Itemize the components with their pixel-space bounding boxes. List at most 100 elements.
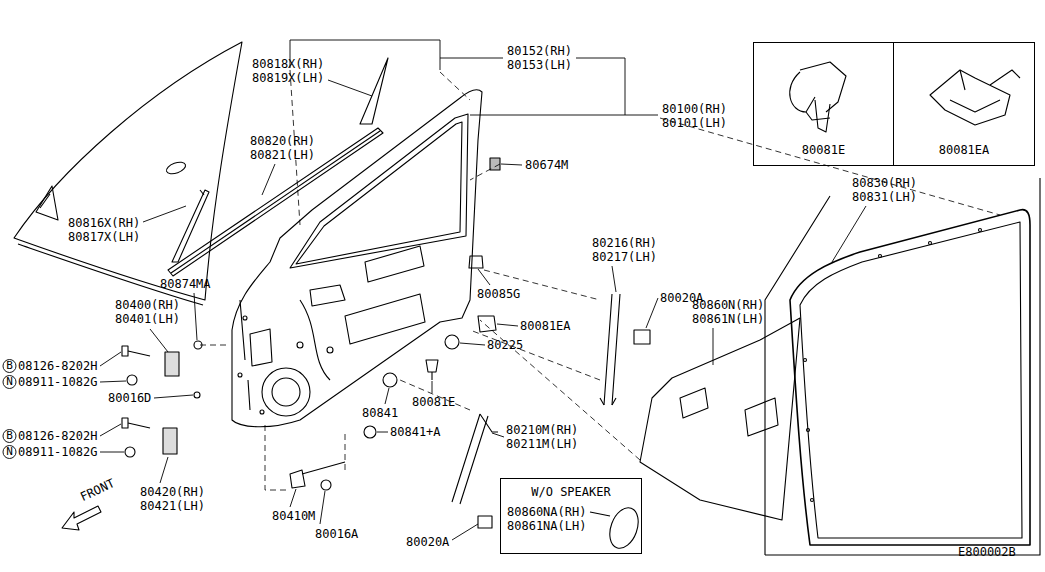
symbol-letter: N	[3, 445, 16, 459]
callout-number: 08126-8202H	[18, 429, 97, 443]
drawing-line	[127, 375, 137, 385]
drawing-line	[238, 373, 242, 377]
callout-number: 80400(RH) 80401(LH)	[115, 298, 180, 326]
callout-number: 80016A	[315, 527, 358, 541]
drawing-line	[452, 414, 488, 504]
drawing-line	[265, 425, 290, 490]
drawing-line	[765, 178, 1040, 555]
drawing-line	[3, 376, 16, 389]
drawing-line	[194, 392, 200, 398]
diagram-code: E800002B	[958, 545, 1016, 559]
clip-details	[790, 62, 1020, 132]
drawing-line	[150, 329, 168, 352]
drawing-line	[122, 346, 128, 356]
drawing-line	[470, 115, 658, 116]
drawing-line	[100, 452, 124, 453]
drawing-line	[297, 342, 303, 348]
drawing-line	[612, 266, 616, 292]
callout-number: 80081E	[412, 395, 455, 409]
drawing-line	[680, 388, 708, 418]
callout-number: 80020A	[406, 535, 449, 549]
drawing-line	[36, 186, 58, 220]
drawing-line	[165, 160, 187, 176]
drawing-line	[262, 164, 275, 195]
drawing-line	[200, 345, 230, 346]
drawing-line	[122, 418, 128, 428]
sealing-screen	[640, 318, 800, 520]
drawing-line	[345, 294, 425, 344]
drawing-line	[300, 300, 330, 380]
drawing-line	[979, 229, 982, 232]
drawing-line	[360, 58, 388, 124]
callout-number: 80016D	[108, 391, 151, 405]
drawing-line	[327, 347, 333, 353]
drawing-line	[807, 429, 810, 432]
drawing-line	[100, 424, 121, 436]
drawing-line	[321, 480, 331, 490]
glass-run-rails	[452, 294, 650, 528]
drawing-line	[440, 58, 503, 59]
drawing-line	[432, 381, 433, 393]
drawing-line	[143, 206, 186, 222]
drawing-line	[634, 330, 650, 344]
symbol-letter: B	[3, 359, 16, 373]
drawing-line	[440, 72, 470, 100]
drawing-line	[800, 62, 846, 112]
drawing-line	[804, 359, 807, 362]
drawing-line	[194, 293, 197, 340]
drawing-line	[3, 40, 1040, 555]
callout-number: 80818X(RH) 80819X(LH)	[252, 57, 324, 85]
drawing-line	[243, 316, 247, 320]
drawing-line	[806, 112, 830, 120]
drawing-line	[125, 447, 135, 457]
drawing-line	[320, 491, 325, 524]
door-outer-panel	[14, 42, 242, 305]
drawing-line	[345, 430, 346, 470]
drawing-line	[400, 380, 470, 410]
callout-number: 80225	[487, 338, 523, 352]
door-inner-frame	[232, 90, 482, 427]
drawing-line	[364, 426, 376, 438]
drawing-line	[470, 164, 500, 180]
drawing-line	[385, 388, 389, 404]
drawing-line	[811, 499, 814, 502]
callout-number: 08911-1082G	[18, 375, 97, 389]
callout-number: 80081E	[802, 143, 845, 157]
callout-number: 80860NA(RH) 80861NA(LH)	[507, 505, 586, 533]
callout-number: 80100(RH) 80101(LH)	[662, 102, 727, 130]
drawing-line	[490, 158, 500, 170]
drawing-line	[576, 58, 625, 115]
dashed-guides	[200, 70, 1000, 490]
callout-number: 80216(RH) 80217(LH)	[592, 236, 657, 264]
drawing-line	[160, 457, 168, 483]
callout-number: 80152(RH) 80153(LH)	[507, 44, 572, 72]
callout-number: 80085G	[477, 287, 520, 301]
drawing-line	[128, 423, 150, 428]
drawing-line	[950, 100, 1000, 112]
drawing-line	[290, 489, 296, 507]
drawing-line	[100, 381, 126, 382]
drawing-line	[713, 328, 714, 365]
drawing-line	[3, 360, 16, 373]
drawing-line	[3, 430, 16, 443]
symbol-circles	[3, 360, 16, 459]
drawing-line	[879, 255, 882, 258]
callout-number: 08911-1082G	[18, 445, 97, 459]
note-box: W/O SPEAKER80860NA(RH) 80861NA(LH)	[500, 478, 642, 554]
drawing-line	[426, 360, 438, 372]
drawing-line	[600, 398, 616, 405]
drawing-line	[660, 118, 1000, 215]
callout-number: 80420(RH) 80421(LH)	[140, 485, 205, 513]
drawing-line	[171, 131, 380, 273]
drawing-line	[296, 122, 462, 264]
drawing-line	[930, 70, 1010, 125]
drawing-line	[960, 70, 1020, 90]
direction-label: FRONT	[78, 476, 117, 504]
drawing-line	[365, 246, 424, 282]
drawing-line	[604, 294, 620, 405]
callout-number: 80860N(RH) 80861N(LH)	[692, 298, 764, 326]
drawing-line	[470, 330, 600, 380]
drawing-line	[480, 320, 640, 460]
drawing-line	[745, 398, 778, 436]
